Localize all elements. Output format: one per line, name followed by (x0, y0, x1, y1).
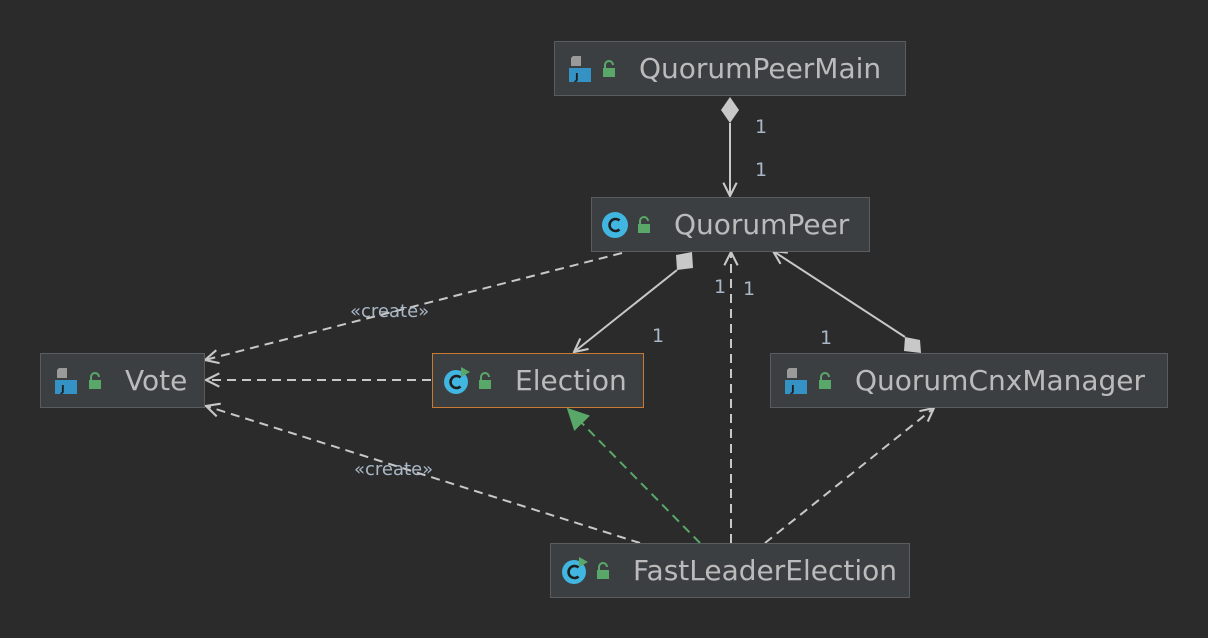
stereotype-label: «create» (350, 301, 430, 322)
svg-text:J: J (60, 384, 65, 395)
node-label: QuorumPeerMain (639, 52, 882, 85)
java-file-icon: J (569, 55, 591, 83)
svg-text:J: J (790, 384, 795, 395)
java-file-icon: J (55, 367, 77, 395)
lock-open-icon (603, 59, 615, 77)
edge-quorumpeermain-to-quorumpeer (721, 97, 739, 196)
node-label: QuorumCnxManager (855, 364, 1146, 397)
class-icon (602, 211, 628, 238)
multiplicity-label: 1 (652, 325, 665, 347)
node-label: Election (515, 364, 627, 397)
node-label: QuorumPeer (674, 208, 850, 241)
multiplicity-label: 1 (755, 116, 768, 138)
java-file-icon: J (785, 367, 807, 395)
node-label: FastLeaderElection (633, 554, 897, 587)
lock-open-icon (819, 371, 831, 389)
node-election[interactable]: Election (432, 353, 644, 408)
node-quorumpeermain[interactable]: J QuorumPeerMain (554, 41, 906, 96)
implementation-class-icon (562, 556, 588, 584)
multiplicity-label: 1 (820, 327, 833, 349)
multiplicity-label: 1 (743, 278, 756, 300)
edge-fastleaderelection-to-quorumcnxmanager (764, 408, 934, 544)
lock-open-icon (638, 215, 650, 233)
svg-text:J: J (574, 72, 579, 83)
lock-open-icon (597, 561, 609, 579)
edge-quorumpeer-to-election (574, 252, 693, 352)
stereotype-label: «create» (354, 459, 434, 480)
edge-quorumcnxmanager-to-quorumpeer (773, 251, 921, 353)
node-fastleaderelection[interactable]: FastLeaderElection (550, 543, 910, 598)
multiplicity-label: 1 (755, 159, 768, 181)
multiplicity-label: 1 (714, 276, 727, 298)
node-vote[interactable]: J Vote (40, 353, 205, 408)
node-label: Vote (125, 364, 188, 397)
lock-open-icon (479, 371, 491, 389)
node-quorumpeer[interactable]: QuorumPeer (591, 197, 870, 252)
edge-fastleaderelection-create-vote (206, 406, 641, 544)
interface-class-icon (444, 366, 470, 394)
edge-quorumpeer-create-vote (205, 252, 623, 360)
lock-open-icon (89, 371, 101, 389)
node-quorumcnxmanager[interactable]: J QuorumCnxManager (770, 353, 1168, 408)
edge-fastleaderelection-realizes-election (566, 407, 701, 544)
